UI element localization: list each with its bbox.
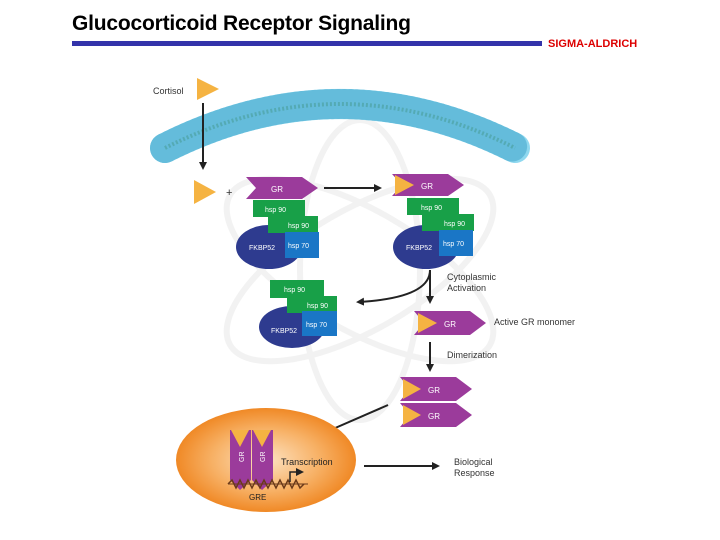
cortisol-label: Cortisol [153, 86, 184, 96]
brand-label: SIGMA-ALDRICH [548, 38, 638, 50]
hsp90-label: hsp 90 [421, 205, 442, 212]
transcription-start-arrow [289, 468, 304, 482]
watermark-logo [223, 117, 497, 423]
gre-label: GRE [249, 493, 266, 502]
cytoplasmic-activation-label-line1: Cytoplasmic [447, 272, 497, 282]
gr-dimer-on-dna: GR GR [230, 430, 273, 490]
hsp90-label: hsp 90 [265, 207, 286, 214]
nuclear-translocation-arrow [324, 404, 389, 434]
cytoplasmic-activation-label-line2: Activation [447, 283, 486, 293]
gr-receptor [400, 377, 472, 401]
gr-receptor [246, 177, 318, 199]
transcription-label: Transcription [281, 457, 333, 467]
biological-response-label-line2: Response [454, 468, 495, 478]
gr-receptor [252, 430, 273, 490]
active-gr-monomer: GR [414, 311, 486, 335]
bound-cortisol-molecule [231, 430, 249, 447]
active-gr-monomer-label: Active GR monomer [494, 317, 575, 327]
gr-label: GR [421, 182, 433, 191]
hsp90-protein [422, 214, 474, 231]
fkbp52-label: FKBP52 [271, 328, 297, 335]
gr-dimer: GR GR [400, 377, 472, 427]
gr-receptor [230, 430, 251, 490]
hsp90-label: hsp 90 [284, 287, 305, 294]
hsp70-protein [285, 232, 319, 258]
free-cortisol-molecule [194, 180, 216, 204]
slide-title: Glucocorticoid Receptor Signaling [72, 12, 411, 35]
hsp70-protein [302, 311, 337, 336]
gr-receptor [392, 174, 464, 196]
bound-gr-complex: GR FKBP52 hsp 90 hsp 90 hsp 70 [392, 174, 474, 269]
bound-cortisol-molecule [418, 313, 437, 333]
cortisol-molecule [197, 78, 219, 100]
bound-cortisol-molecule [403, 405, 421, 425]
fkbp52-label: FKBP52 [406, 245, 432, 252]
hsp70-label: hsp 70 [288, 243, 309, 250]
gr-receptor [414, 311, 486, 335]
gr-label: GR [428, 412, 440, 421]
inactive-gr-complex: GR FKBP52 hsp 90 hsp 90 hsp 70 [236, 177, 319, 269]
plus-sign: + [226, 187, 232, 199]
fkbp52-label: FKBP52 [249, 245, 275, 252]
hsp70-label: hsp 70 [306, 322, 327, 329]
hsp90-label: hsp 90 [444, 221, 465, 228]
hsp90-protein [407, 198, 459, 215]
bound-cortisol-molecule [395, 175, 414, 195]
cell-membrane [150, 89, 530, 163]
bound-cortisol-molecule [253, 430, 271, 447]
hsp90-label: hsp 90 [307, 303, 328, 310]
hsp90-protein [287, 296, 337, 313]
bound-cortisol-molecule [403, 379, 421, 399]
gr-label: GR [239, 452, 246, 463]
dimerization-label: Dimerization [447, 350, 497, 360]
gr-label: GR [260, 452, 267, 463]
hsp70-label: hsp 70 [443, 241, 464, 248]
hsp90-label: hsp 90 [288, 223, 309, 230]
hsp90-protein [253, 200, 305, 217]
hsp90-protein [270, 280, 324, 298]
gr-label: GR [271, 185, 283, 194]
title-underline-bar [72, 41, 542, 46]
hsp90-protein [268, 216, 318, 233]
hsp70-protein [439, 230, 473, 256]
biological-response-label-line1: Biological [454, 457, 493, 467]
released-chaperone-complex: FKBP52 hsp 90 hsp 90 hsp 70 [259, 280, 337, 348]
gr-label: GR [444, 320, 456, 329]
gr-label: GR [428, 386, 440, 395]
gr-receptor [400, 403, 472, 427]
